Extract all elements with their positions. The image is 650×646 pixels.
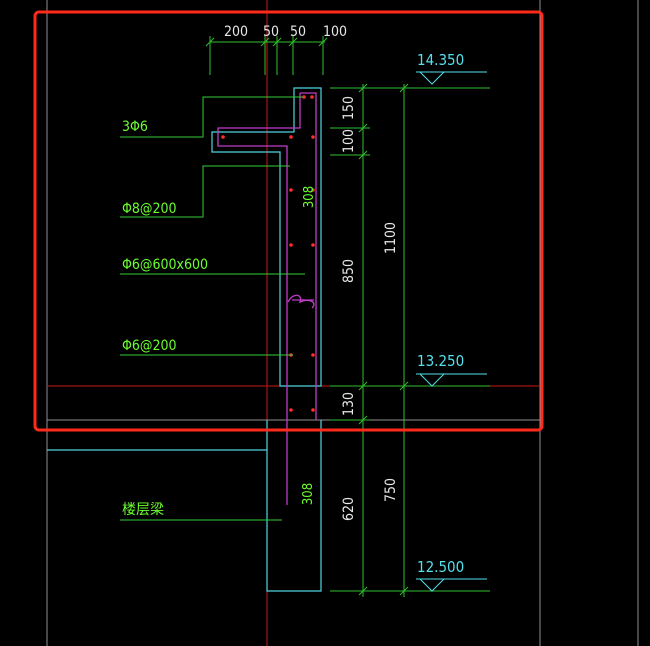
label-phi6-200: Φ6@200: [122, 338, 177, 354]
top-dimension-chain: [205, 36, 328, 75]
label-floor-beam: 楼层梁: [122, 502, 164, 518]
elevation-mid: 13.250: [417, 352, 464, 370]
top-dimension-texts: 200 50 50 100: [224, 24, 347, 40]
wall-thickness-upper: 308: [302, 186, 317, 208]
wall-thickness-lower: 308: [301, 483, 316, 505]
rebar-lines: [217, 92, 317, 505]
rebar-dots: [221, 95, 315, 412]
leader-lines: [120, 96, 305, 521]
parapet-outline: [47, 87, 322, 592]
dim-850: 850: [341, 259, 357, 283]
dim-620: 620: [341, 497, 357, 521]
vertical-dimension-lines: [330, 83, 490, 597]
dim-100: 100: [323, 24, 347, 40]
elevation-markers: [416, 71, 487, 592]
wall-thickness-texts: 308 308: [301, 186, 317, 505]
dim-130: 130: [341, 392, 357, 416]
dim-200: 200: [224, 24, 248, 40]
vertical-dimension-texts: 150 100 850 130 620 1100 750: [341, 96, 399, 521]
elevation-bottom: 12.500: [417, 558, 464, 576]
label-phi8-200: Φ8@200: [122, 201, 177, 217]
dim-100-vert: 100: [341, 129, 357, 153]
dim-1100: 1100: [383, 222, 399, 254]
dim-750: 750: [383, 478, 399, 502]
label-phi6-600x600: Φ6@600x600: [122, 257, 208, 273]
dim-50-b: 50: [290, 24, 306, 40]
dim-50-a: 50: [263, 24, 279, 40]
dim-150: 150: [341, 96, 357, 120]
label-3phi6: 3Φ6: [122, 119, 148, 135]
elevation-top: 14.350: [417, 51, 464, 69]
annotation-labels: 3Φ6 Φ8@200 Φ6@600x600 Φ6@200 楼层梁: [122, 119, 208, 518]
elevation-texts: 14.350 13.250 12.500: [417, 51, 464, 576]
highlight-box: [33, 10, 544, 432]
